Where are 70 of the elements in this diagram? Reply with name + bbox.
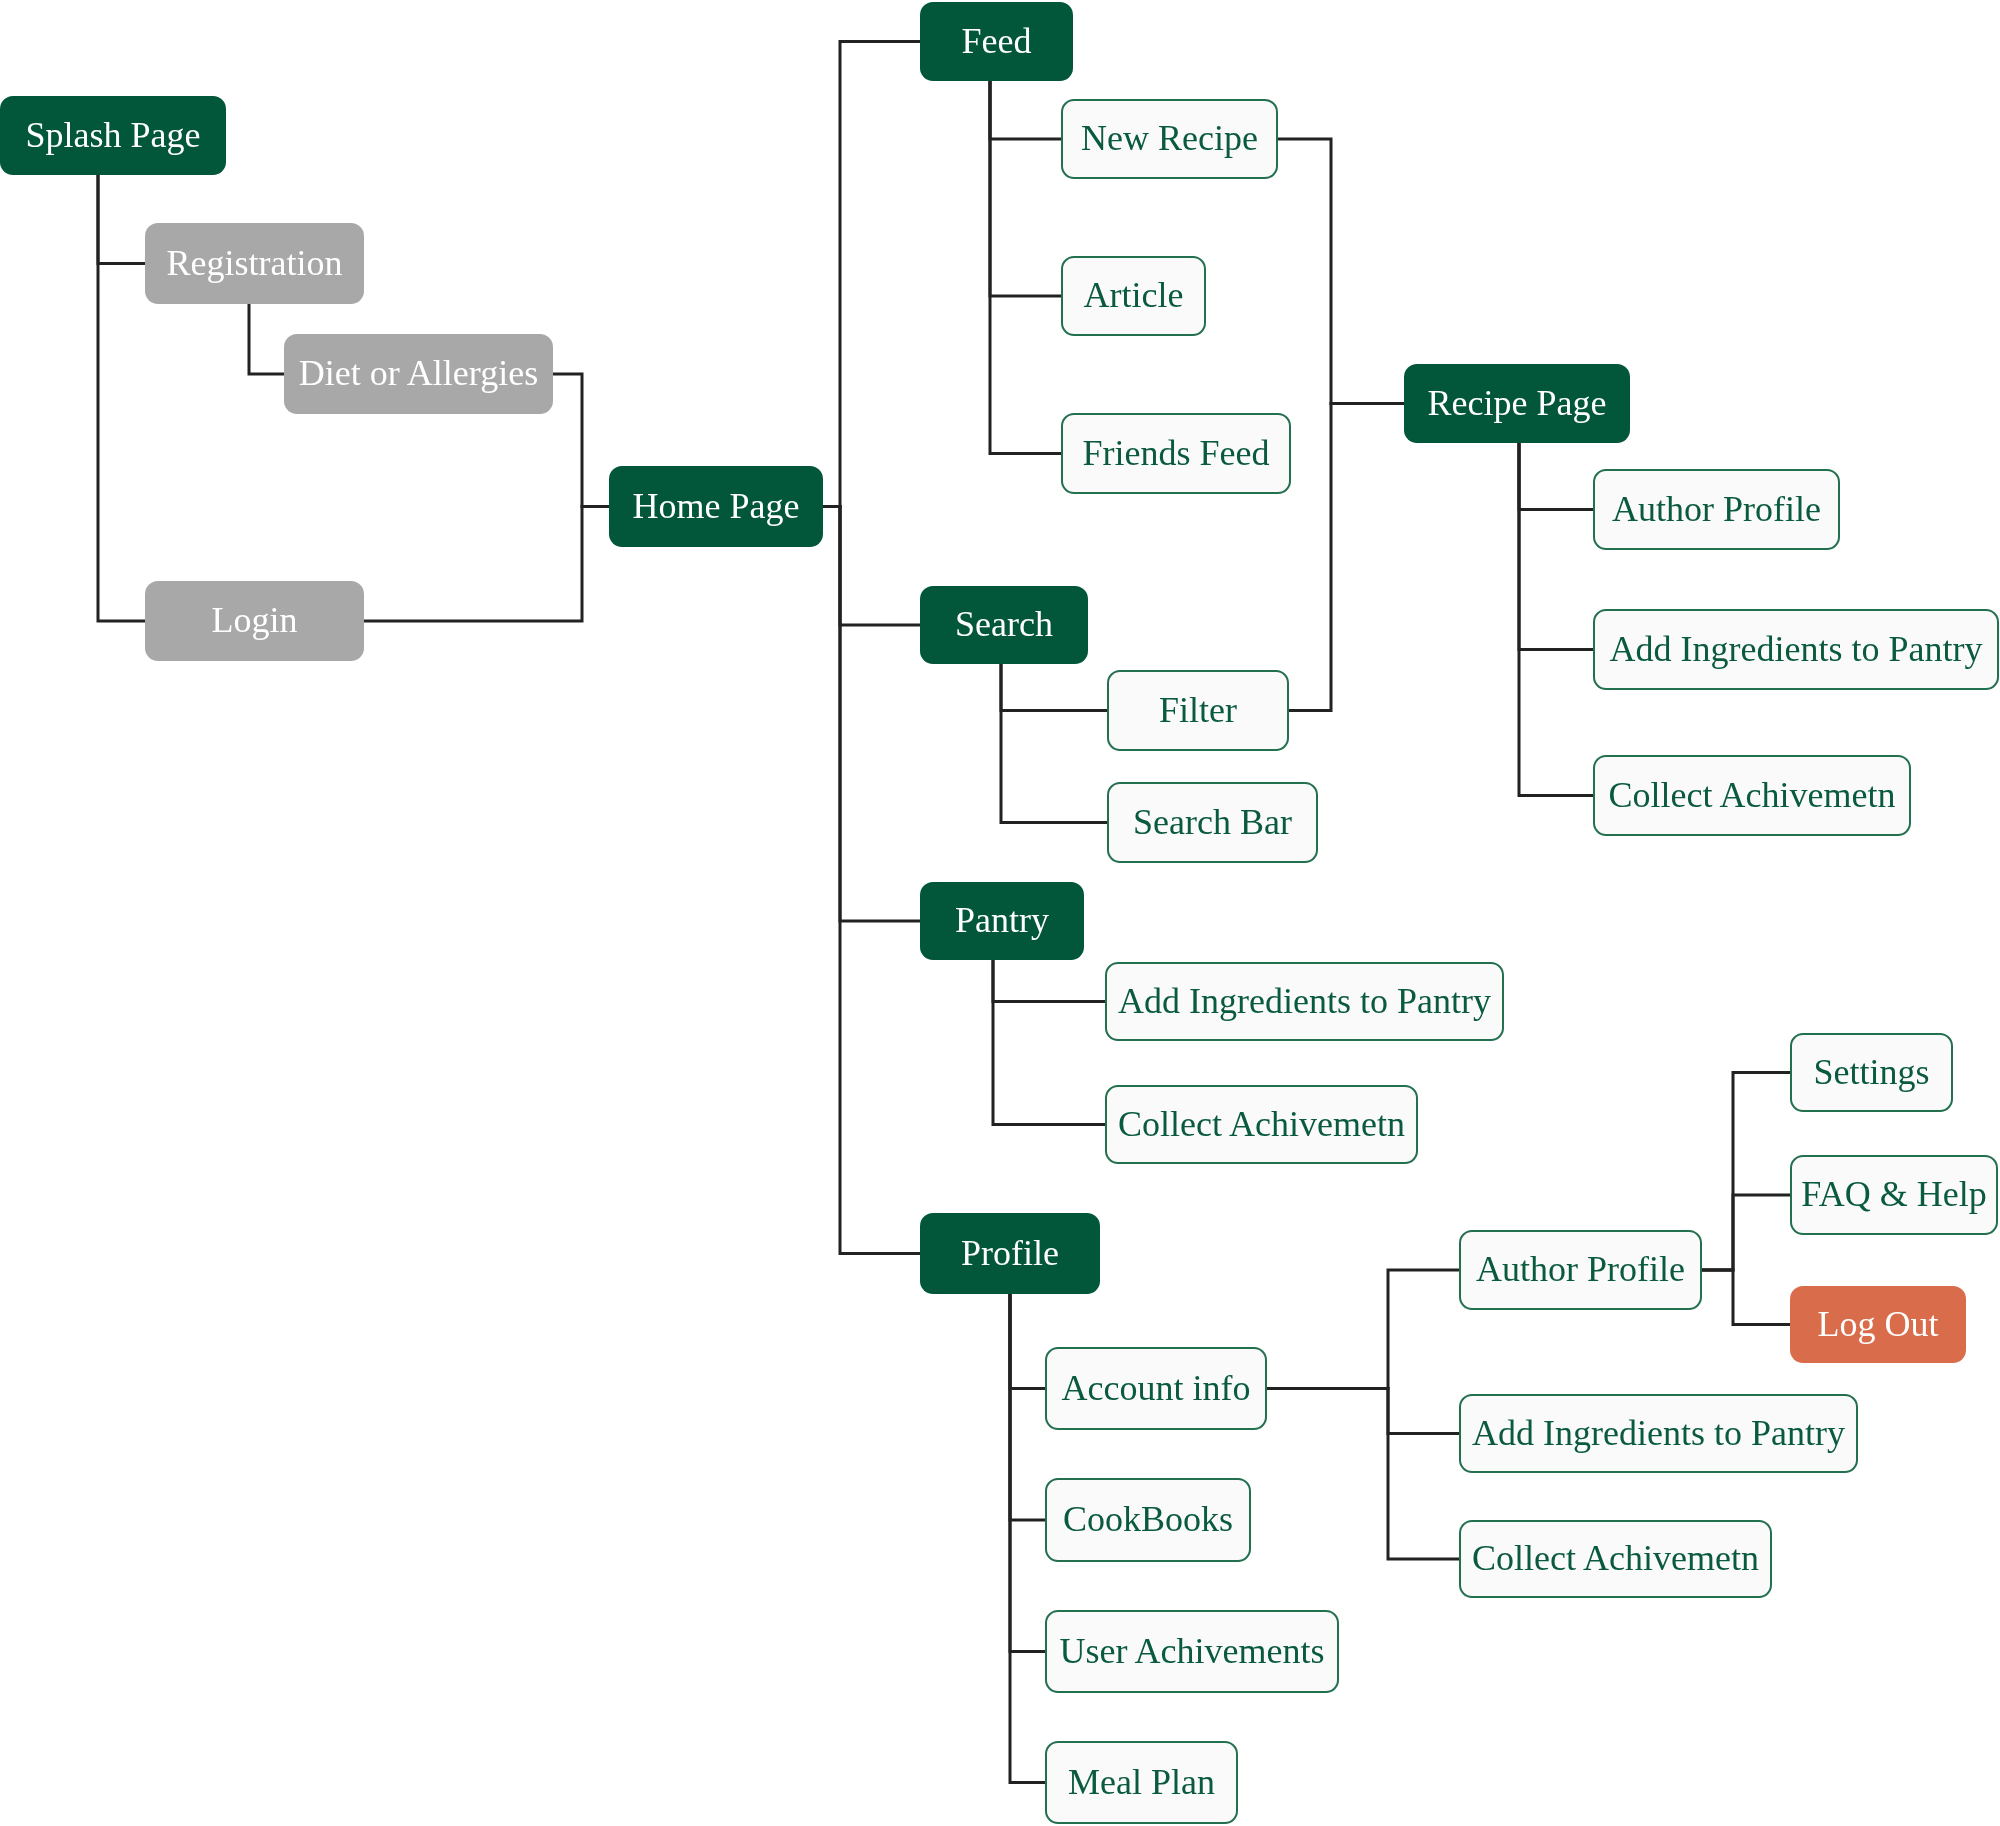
node-label: Pantry xyxy=(955,900,1049,942)
page-box xyxy=(1107,670,1289,751)
onboarding-box xyxy=(284,334,553,414)
connector-line xyxy=(991,960,1105,1126)
node-label: Recipe Page xyxy=(1427,382,1607,425)
section-box xyxy=(0,96,226,175)
page-box xyxy=(1105,1085,1418,1164)
node-label: Settings xyxy=(1813,1051,1930,1094)
connector-line xyxy=(999,664,1107,824)
node-label: Account info xyxy=(1061,1367,1251,1410)
node-label: User Achivements xyxy=(1059,1630,1325,1673)
node-label: Registration xyxy=(166,242,343,285)
section-box xyxy=(920,2,1073,81)
node-label: Log Out xyxy=(1817,1303,1939,1346)
action-box xyxy=(1790,1286,1966,1363)
node-label: FAQ & Help xyxy=(1801,1174,1987,1216)
node-label: Search Bar xyxy=(1133,801,1292,844)
page-box xyxy=(1790,1155,1998,1235)
node-label: Collect Achivemetn xyxy=(1118,1103,1405,1146)
node-label: Add Ingredients to Pantry xyxy=(1472,1412,1845,1455)
section-box xyxy=(609,466,823,547)
connector-line xyxy=(364,505,609,623)
connector-line xyxy=(96,175,145,623)
node-label: Friends Feed xyxy=(1082,432,1270,475)
node-label: Profile xyxy=(961,1232,1059,1275)
page-box xyxy=(1045,1478,1251,1562)
connector-line xyxy=(1289,402,1404,712)
node-label: Add Ingredients to Pantry xyxy=(1118,980,1491,1023)
onboarding-box xyxy=(145,223,364,304)
node-label: Home Page xyxy=(632,485,800,528)
page-box xyxy=(1045,1741,1238,1824)
node-label: Article xyxy=(1083,275,1184,317)
section-box xyxy=(920,1213,1100,1294)
node-label: Collect Achivemetn xyxy=(1608,774,1896,817)
page-box xyxy=(1790,1033,1953,1112)
page-box xyxy=(1045,1347,1267,1430)
node-label: CookBooks xyxy=(1062,1499,1233,1541)
connector-line xyxy=(1517,443,1593,797)
page-box xyxy=(1459,1230,1702,1310)
page-box xyxy=(1061,413,1291,494)
page-box xyxy=(1459,1520,1772,1598)
connector-line xyxy=(988,81,1061,455)
page-box xyxy=(1593,755,1911,836)
page-box xyxy=(1061,99,1278,179)
connector-line xyxy=(247,304,284,376)
page-box xyxy=(1459,1394,1858,1473)
node-label: Splash Page xyxy=(25,114,201,157)
node-label: Filter xyxy=(1159,689,1237,732)
section-box xyxy=(1404,364,1630,443)
node-label: Diet or Allergies xyxy=(298,353,539,395)
node-label: Add Ingredients to Pantry xyxy=(1609,628,1983,671)
connector-line xyxy=(1008,1294,1045,1784)
node-label: Author Profile xyxy=(1612,488,1821,531)
page-box xyxy=(1045,1610,1339,1693)
node-label: Meal Plan xyxy=(1068,1761,1215,1804)
node-label: Collect Achivemetn xyxy=(1472,1538,1759,1580)
section-box xyxy=(920,882,1084,960)
onboarding-box xyxy=(145,581,364,661)
node-label: New Recipe xyxy=(1081,118,1258,160)
node-label: Author Profile xyxy=(1476,1249,1685,1291)
node-label: Feed xyxy=(961,20,1032,63)
connector-line xyxy=(1702,1268,1790,1326)
page-box xyxy=(1593,469,1840,550)
page-box xyxy=(1107,782,1318,863)
page-box xyxy=(1061,256,1206,336)
page-box xyxy=(1593,609,1999,690)
section-box xyxy=(920,586,1088,664)
node-label: Search xyxy=(955,604,1053,646)
node-label: Login xyxy=(211,600,298,642)
page-box xyxy=(1105,962,1504,1041)
